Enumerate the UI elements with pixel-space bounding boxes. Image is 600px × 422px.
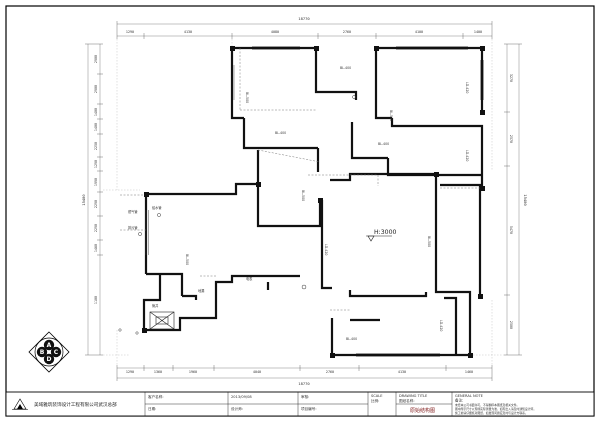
fixtures: [118, 95, 356, 335]
scale-cn-label: 比例:: [371, 398, 379, 403]
top-total-dimension: 18770: [298, 16, 310, 21]
window-label: LD-420: [324, 244, 328, 255]
dim-text: 1290: [126, 370, 134, 374]
compass-letter: A: [47, 342, 52, 349]
date-value: 2013/09/08: [231, 395, 252, 399]
dim-text: 1460: [94, 244, 98, 252]
dim-text: 4100: [415, 30, 423, 34]
bottom-total-dimension: 18770: [298, 381, 310, 386]
drawing-name: 原始结构图: [410, 407, 435, 414]
beam-label: BL-400: [378, 142, 389, 146]
dim-text: 2250: [94, 142, 98, 150]
window-marks: [145, 46, 484, 357]
sheet-border: [5, 5, 595, 417]
note-cn-label: 备注:: [455, 398, 463, 403]
bottom-dimension-chain: 1290 1360 1960 4040 2760 4130 1460: [126, 370, 473, 374]
dim-text: 2900: [94, 55, 98, 63]
dim-text: 4040: [253, 370, 261, 374]
dim-text: 1400: [94, 123, 98, 131]
dim-text: 1360: [154, 370, 162, 374]
dim-text: 2900: [94, 85, 98, 93]
number-label: 项目编号:: [301, 406, 317, 411]
drawing-title-label: DRAWING TITLE: [399, 394, 428, 398]
note-line: 未经本公司书面许可，不得翻印本图纸及相关文件。: [455, 403, 519, 407]
title-block: 美域雅筑装饰设计工程有限公司武汉总部 客户名称: 日期: 2013/09/08 …: [5, 391, 595, 417]
dim-text: 5470: [509, 226, 513, 234]
dim-text: 4130: [184, 30, 192, 34]
dim-text: 4130: [398, 370, 406, 374]
compass-symbol: A B C D: [28, 331, 70, 373]
designer-label: 设计师:: [231, 406, 243, 411]
dim-text: 3270: [509, 74, 513, 82]
dim-text: 1990: [94, 178, 98, 186]
compass-letter: B: [40, 349, 45, 356]
left-total-dimension: 15480: [81, 194, 86, 206]
dim-text: 4080: [271, 30, 279, 34]
top-dimension-chain: 1290 4130 4080 2760 4100 1400: [126, 30, 482, 34]
beam-label: BL-400: [275, 131, 286, 135]
ceiling-height-label: H:3000: [374, 229, 397, 236]
dim-text: 2760: [343, 30, 351, 34]
note-line: 图中所示尺寸以现场实际测量为准，如有出入请及时通知设计师。: [455, 407, 536, 411]
span-label: BL-500: [245, 92, 249, 103]
reviewer-label: 审核:: [301, 394, 309, 399]
compass-letter: C: [54, 349, 59, 356]
span-label: BL-500: [389, 110, 393, 121]
window-label: LD-420: [439, 320, 443, 331]
left-dimension-chain: 2900 2900 1400 1400 2250 1290 1990 2290 …: [94, 55, 98, 304]
shaft-label: 管井: [152, 303, 158, 308]
date-label: 日期:: [148, 406, 156, 411]
dim-text: 2290: [94, 224, 98, 232]
pipe-label: 排污管: [128, 225, 138, 230]
dim-text: 1290: [126, 30, 134, 34]
dim-text: 1290: [94, 160, 98, 168]
ceiling-height-marker: H:3000: [366, 229, 397, 242]
dimension-lines: [85, 21, 522, 381]
dim-text: 1960: [189, 370, 197, 374]
span-label: BL-500: [427, 236, 431, 247]
walls: [142, 46, 484, 357]
client-label: 客户名称:: [148, 394, 164, 399]
structural-columns: [142, 46, 485, 358]
pipe-label: 给水管: [152, 205, 162, 210]
scale-label: SCALE: [371, 394, 383, 398]
room-labels: BL-400 BL-400 BL-400 BL-400 BL-500 BL-50…: [128, 66, 469, 341]
right-dimension-chain: 3270 2570 5470 2500: [509, 74, 513, 329]
right-total-dimension: 15480: [523, 194, 528, 206]
note-line: 施工前请仔细核对图纸，如发现问题应及时与设计方联系。: [455, 411, 528, 415]
dim-text: 2570: [509, 135, 513, 143]
meter-label: 电表: [246, 276, 253, 281]
window-label: LD-420: [465, 82, 469, 93]
note-text: 未经本公司书面许可，不得翻印本图纸及相关文件。 图中所示尺寸以现场实际测量为准，…: [455, 403, 536, 415]
company-name: 美域雅筑装饰设计工程有限公司武汉总部: [34, 401, 117, 408]
dim-text: 1460: [465, 370, 473, 374]
span-label: BL-500: [185, 254, 189, 265]
partitions: [120, 48, 480, 311]
compass-letter: D: [47, 356, 52, 363]
drawing-title-cn-label: 图纸名称:: [399, 398, 415, 403]
shaft-symbol: [149, 311, 175, 330]
dim-text: 2290: [94, 200, 98, 208]
dim-text: 2500: [509, 321, 513, 329]
dim-text: 1400: [474, 30, 482, 34]
beam-label: BL-400: [346, 337, 357, 341]
dim-text: 1100: [94, 296, 98, 304]
floor-drain-label: 地漏: [198, 288, 204, 293]
span-label: BL-500: [301, 190, 305, 201]
window-label: LD-420: [465, 150, 469, 161]
pipe-label: 燃气管: [128, 209, 138, 214]
company-logo: [12, 398, 28, 410]
dim-text: 2760: [326, 370, 334, 374]
dim-text: 1400: [94, 108, 98, 116]
note-label: GENERAL NOTE: [455, 394, 484, 398]
beam-label: BL-400: [340, 66, 351, 70]
